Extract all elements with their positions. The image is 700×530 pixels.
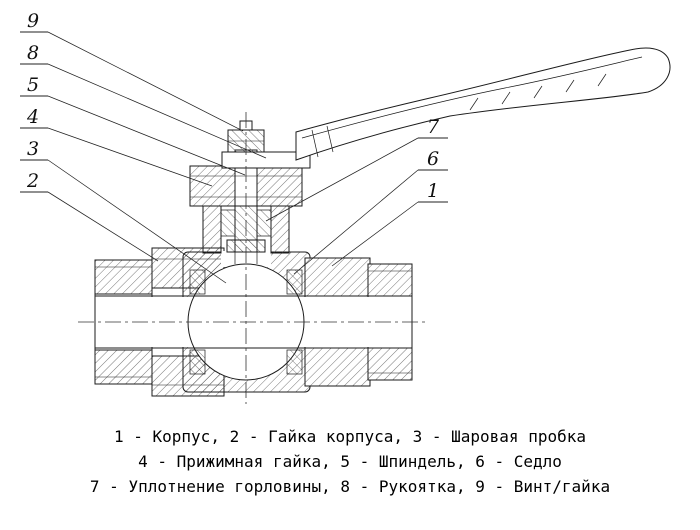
neck-seals (220, 209, 272, 237)
legend: 1 - Корпус, 2 - Гайка корпуса, 3 - Шаров… (0, 412, 700, 499)
leader-line-9 (47, 31, 244, 132)
leader-line-3 (47, 159, 227, 284)
seat-rings (189, 269, 303, 375)
legend-line-1: 1 - Корпус, 2 - Гайка корпуса, 3 - Шаров… (113, 427, 586, 446)
neck (202, 205, 290, 254)
callout-3: 3 (27, 138, 39, 160)
callout-8: 8 (27, 42, 39, 64)
bore-lines (95, 295, 412, 349)
callout-1: 1 (427, 180, 439, 202)
callout-6: 6 (427, 148, 439, 170)
callout-4: 4 (26, 106, 39, 128)
leader-line-2 (47, 191, 159, 262)
leader-lines (47, 31, 419, 284)
callout-7: 7 (427, 116, 440, 138)
callout-2: 2 (26, 170, 39, 192)
leader-line-7 (265, 137, 419, 222)
centerlines (78, 112, 428, 404)
callout-shelves (20, 31, 448, 203)
legend-line-2: 4 - Прижимная гайка, 5 - Шпиндель, 6 - С… (138, 452, 562, 471)
leader-line-4 (47, 127, 213, 187)
handle (221, 47, 671, 169)
leader-line-5 (47, 95, 246, 176)
leader-line-6 (293, 169, 419, 275)
valve-drawing: 9 8 5 4 3 2 7 6 1 (20, 10, 671, 404)
callout-5: 5 (27, 74, 39, 96)
leader-line-8 (47, 63, 267, 159)
legend-line-3: 7 - Уплотнение горловины, 8 - Рукоятка, … (89, 477, 611, 496)
callout-numbers: 9 8 5 4 3 2 7 6 1 (26, 10, 440, 202)
callout-9: 9 (27, 10, 39, 32)
leader-line-1 (331, 201, 419, 267)
